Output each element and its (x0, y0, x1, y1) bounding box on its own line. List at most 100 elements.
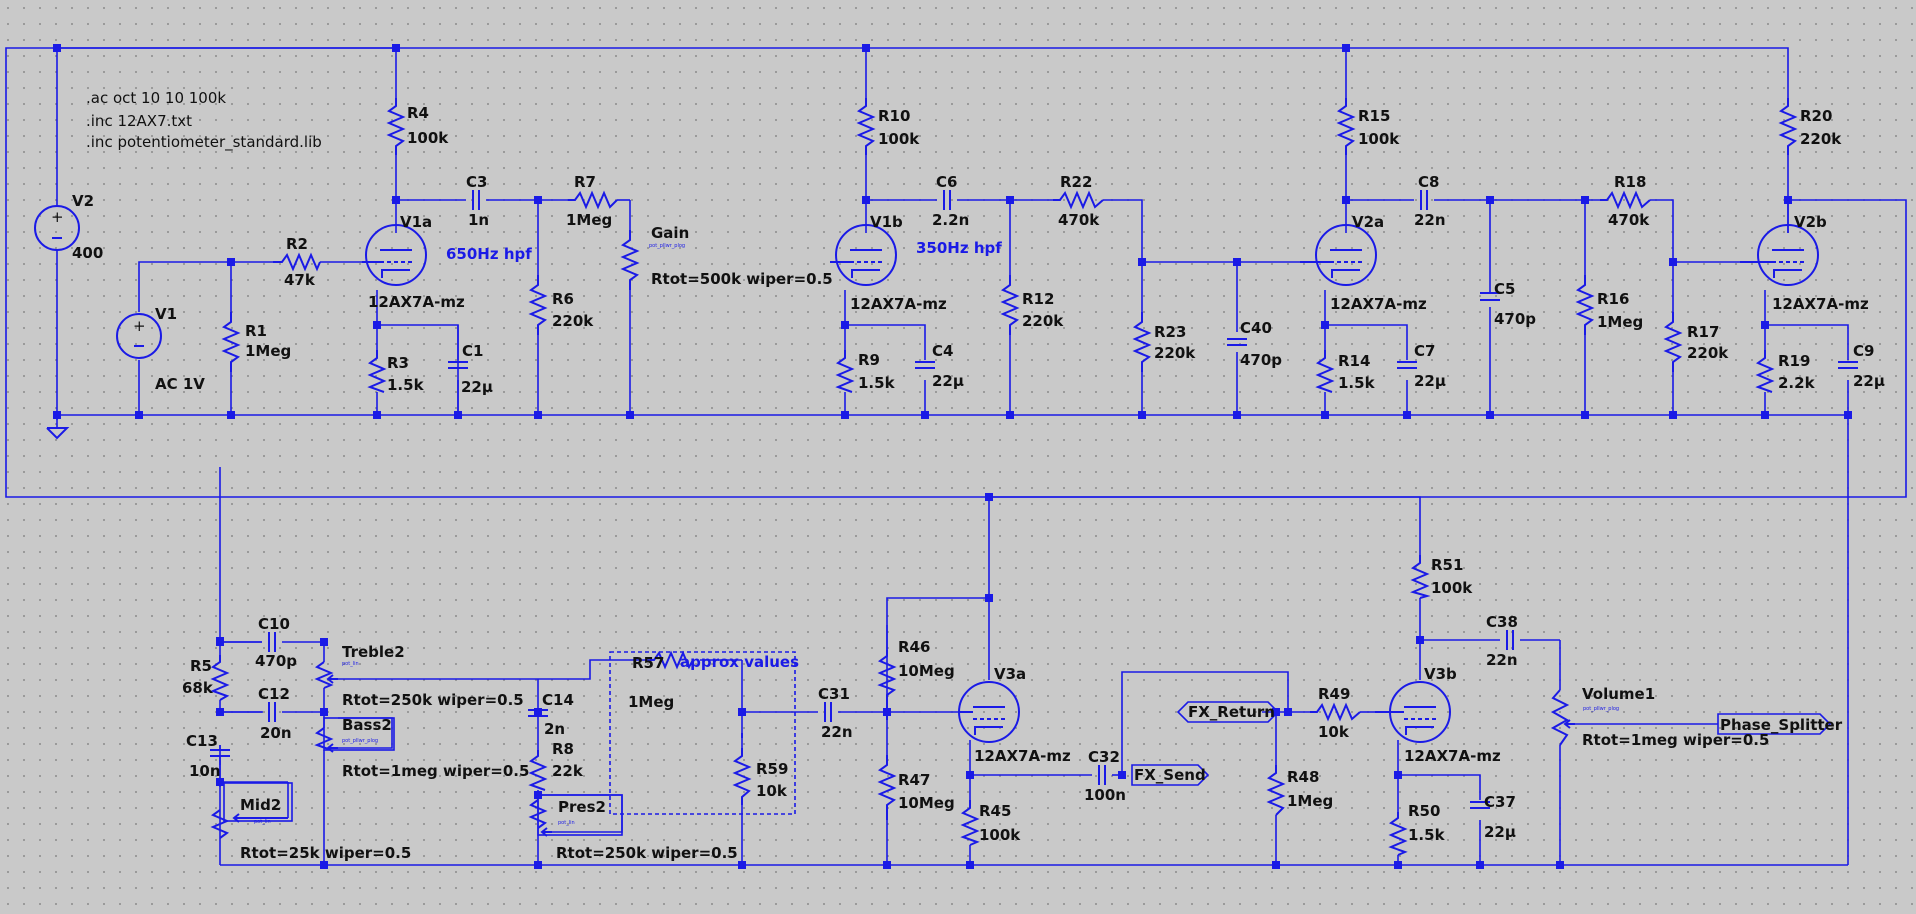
r17-value: 220k (1687, 344, 1729, 362)
c13-name: C13 (186, 732, 218, 750)
r48-value: 1Meg (1287, 792, 1333, 810)
pres-params: Rtot=250k wiper=0.5 (556, 844, 738, 862)
r46-value: 10Meg (898, 662, 955, 680)
gain-model: pot_pllwr_plog (649, 243, 685, 249)
gain-name: Gain (651, 224, 689, 242)
c7-name: C7 (1414, 342, 1435, 360)
pot-labels: Gain pot_pllwr_plog Rtot=500k wiper=0.5 … (240, 224, 1769, 862)
mid-params: Rtot=25k wiper=0.5 (240, 844, 411, 862)
c38-name: C38 (1486, 613, 1518, 631)
r45-name: R45 (979, 802, 1011, 820)
r12-value: 220k (1022, 312, 1064, 330)
pot-symbols (210, 230, 1575, 839)
r50-value: 1.5k (1408, 826, 1446, 844)
mid-model: pot_lin (254, 819, 271, 825)
c1-name: C1 (462, 342, 483, 360)
r20-name: R20 (1800, 107, 1832, 125)
capacitor-labels: C1 22µ C3 1n C4 22µ C5 470p C6 2.2n C7 2… (186, 173, 1885, 841)
r2-name: R2 (286, 235, 308, 253)
directive-ac: .ac oct 10 10 100k (86, 89, 226, 107)
r1-value: 1Meg (245, 342, 291, 360)
r4-value: 100k (407, 129, 449, 147)
r8-name: R8 (552, 740, 574, 758)
r47-name: R47 (898, 771, 930, 789)
r3-name: R3 (387, 354, 409, 372)
wires-top (5, 47, 1907, 865)
r5-name: R5 (190, 657, 212, 675)
gain-params: Rtot=500k wiper=0.5 (651, 270, 833, 288)
pres-name: Pres2 (558, 798, 606, 816)
tube-V1b-shape (830, 224, 897, 286)
ground-symbol (46, 427, 70, 440)
tube-v3a-model: 12AX7A-mz (974, 747, 1071, 765)
r8-value: 22k (552, 762, 584, 780)
r5-value: 68k (182, 679, 214, 697)
svg-text:+: + (51, 208, 64, 226)
fx-return-label: FX_Return (1188, 703, 1275, 721)
sources: + + (34, 205, 162, 440)
tube-symbols (362, 224, 1819, 743)
svg-text:+: + (133, 317, 146, 335)
c4-value: 22µ (932, 372, 964, 390)
c6-value: 2.2n (932, 211, 969, 229)
directive-inc-pot: .inc potentiometer_standard.lib (86, 133, 322, 152)
treble-model: pot_lin (342, 661, 359, 667)
tube-V1a-shape (362, 224, 427, 286)
c8-value: 22n (1414, 211, 1446, 229)
r18-name: R18 (1614, 173, 1646, 191)
c40-name: C40 (1240, 319, 1272, 337)
c7-value: 22µ (1414, 372, 1446, 390)
c3-value: 1n (468, 211, 489, 229)
c14-value: 2n (544, 720, 565, 738)
treble-params: Rtot=250k wiper=0.5 (342, 691, 524, 709)
r15-value: 100k (1358, 130, 1400, 148)
tube-v1a-model: 12AX7A-mz (368, 293, 465, 311)
r23-value: 220k (1154, 344, 1196, 362)
c37-value: 22µ (1484, 823, 1516, 841)
tube-V2a-shape (1300, 224, 1377, 286)
volume-params: Rtot=1meg wiper=0.5 (1582, 731, 1769, 749)
tube-V2b-shape (1740, 224, 1819, 286)
c31-value: 22n (821, 723, 853, 741)
r16-name: R16 (1597, 290, 1629, 308)
v2-source-shape (34, 205, 80, 251)
r23-name: R23 (1154, 323, 1186, 341)
junction-dots (53, 44, 1852, 869)
r57-name: R57 (632, 654, 664, 672)
r51-value: 100k (1431, 579, 1473, 597)
c12-name: C12 (258, 685, 290, 703)
r9-value: 1.5k (858, 374, 896, 392)
c6-name: C6 (936, 173, 957, 191)
r50-name: R50 (1408, 802, 1440, 820)
r19-value: 2.2k (1778, 374, 1816, 392)
r16-value: 1Meg (1597, 313, 1643, 331)
treble-name: Treble2 (342, 643, 405, 661)
tube-v1a-name: V1a (400, 213, 432, 231)
r1-name: R1 (245, 322, 267, 340)
tube-v1b-model: 12AX7A-mz (850, 295, 947, 313)
r18-value: 470k (1608, 211, 1650, 229)
fx-send-label: FX_Send (1134, 766, 1206, 784)
c32-value: 100n (1084, 786, 1126, 804)
fx-return-flag (1176, 701, 1280, 723)
annotation-approx: approx values (680, 653, 799, 671)
r12-name: R12 (1022, 290, 1054, 308)
c10-value: 470p (255, 652, 297, 670)
approx-values-box (609, 651, 796, 815)
c8-name: C8 (1418, 173, 1439, 191)
c9-value: 22µ (1853, 372, 1885, 390)
net-labels: FX_Return FX_Send Phase_Splitter (1134, 703, 1843, 784)
c1-value: 22µ (461, 378, 493, 396)
c12-value: 20n (260, 724, 292, 742)
annotation-350hz: 350Hz hpf (916, 239, 1002, 257)
resistor-labels: R1 1Meg R2 47k R3 1.5k R4 100k R5 68k R6… (182, 104, 1842, 844)
r48-name: R48 (1287, 768, 1319, 786)
c13-value: 10n (189, 762, 221, 780)
bass-model: pot_pllwr_plog (342, 738, 378, 744)
r45-value: 100k (979, 826, 1021, 844)
tube-v2b-name: V2b (1794, 213, 1827, 231)
r17-name: R17 (1687, 323, 1719, 341)
directives: .ac oct 10 10 100k .inc 12AX7.txt .inc p… (86, 89, 322, 152)
